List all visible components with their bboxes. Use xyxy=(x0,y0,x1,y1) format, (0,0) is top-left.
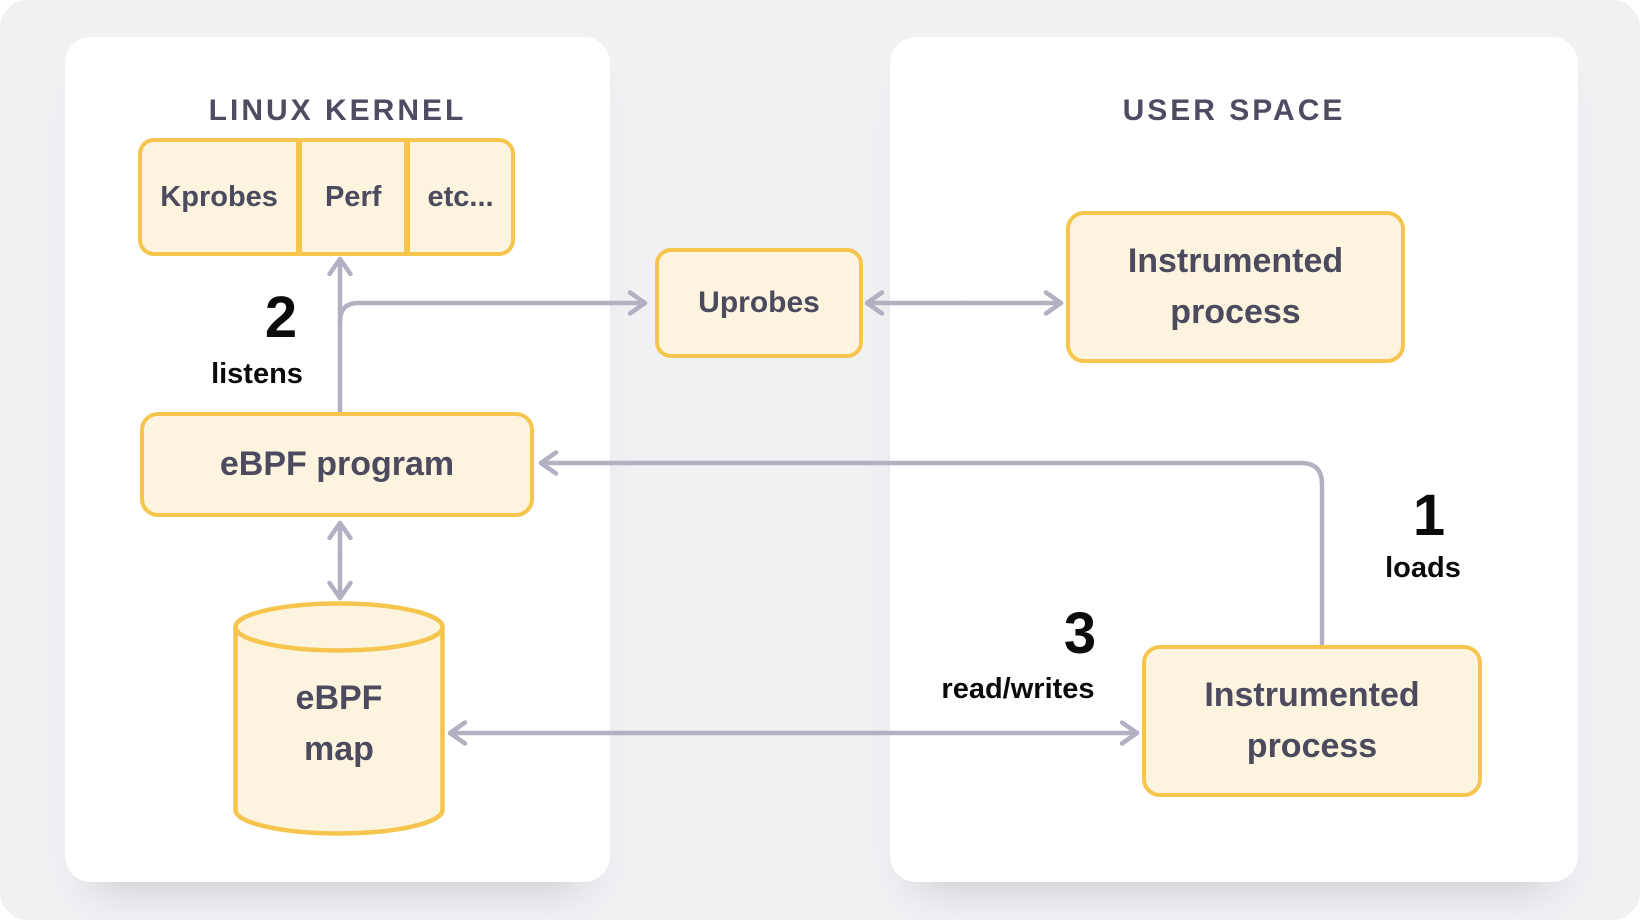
instrumented-process-top-box: Instrumented process xyxy=(1066,211,1405,363)
ebpf-program-box: eBPF program xyxy=(140,412,534,517)
step-2-label: listens xyxy=(211,358,303,390)
kernel-panel-title: LINUX KERNEL xyxy=(208,94,467,127)
arrow-branch-to-uprobes xyxy=(337,290,648,325)
user-panel-title: USER SPACE xyxy=(1122,94,1346,127)
step-1-label: loads xyxy=(1385,552,1461,584)
cylinder-shape xyxy=(233,601,445,836)
ebpf-map-cylinder: eBPF map xyxy=(233,601,445,837)
kprobes-cell: Kprobes xyxy=(160,180,278,213)
uprobes-box: Uprobes xyxy=(655,248,863,358)
instrumented-process-bottom-box: Instrumented process xyxy=(1142,645,1482,797)
step-3-number: 3 xyxy=(1063,601,1097,666)
step-3-label: read/writes xyxy=(941,673,1095,705)
probe-sources-row: Kprobes Perf etc... xyxy=(138,138,515,256)
arrow-loads-elbow xyxy=(538,450,1325,647)
ebpf-map-label: eBPF map xyxy=(295,679,383,768)
perf-cell: Perf xyxy=(296,142,404,252)
step-1-number: 1 xyxy=(1412,483,1446,548)
step-2-number: 2 xyxy=(264,285,298,350)
etc-cell: etc... xyxy=(404,142,511,252)
